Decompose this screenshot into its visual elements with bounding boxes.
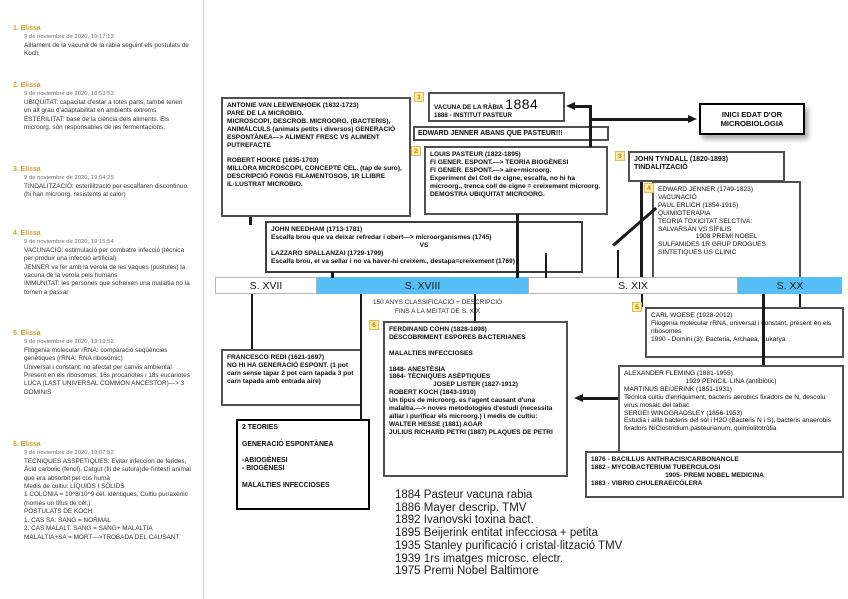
connector: [582, 397, 618, 400]
comment-body: Aïllament de la vacuna de la ràbia segui…: [24, 41, 189, 58]
timeline-segment-s19: S. XIX: [528, 277, 738, 294]
connector: [474, 294, 476, 321]
connector: [589, 105, 592, 147]
arrow-head-left: [574, 394, 583, 402]
two-theories-box: 2 TEORIES GENERACIÓ ESPONTÀNEA -ABIOGÈNE…: [236, 419, 370, 510]
needham-spallanzani-box: JOHN NEEDHAM (1713-1781)Escalfa brou que…: [265, 221, 583, 273]
annotation-badge-5: 5: [632, 302, 642, 312]
john-tyndall-box: JOHN TYNDALL (1820-1893) TINDALITZACIÓ: [628, 151, 785, 182]
connector: [516, 214, 519, 278]
connector-diagonal: [612, 206, 657, 247]
connector: [640, 182, 643, 277]
connector: [762, 294, 765, 365]
comment-number: 6.: [13, 441, 19, 448]
comment-author: 3. Elissa: [13, 166, 41, 173]
timeline-label: S. XX: [776, 279, 804, 292]
comment-number: 2.: [13, 82, 19, 89]
golden-age-box: INICI EDAT D'OR MICROBIOLOGIA: [699, 103, 805, 135]
comment-author: 5. Elissa: [13, 330, 41, 337]
ferdinand-cohn-koch-box: FERDINAND COHN (1828-1898)DESCOBRIMENT E…: [383, 321, 568, 477]
timeline-label: S. XVIII: [404, 279, 441, 292]
timeline-label: S. XIX: [618, 279, 648, 292]
annotation-badge-1: 1: [414, 92, 424, 102]
comment-date: 9 de noviembre de 2020, 19:17:13: [24, 33, 114, 40]
annotation-badge-4: 4: [644, 183, 654, 193]
comment-6: 6. Elissa 9 de noviembre de 2020, 19:07:…: [13, 441, 191, 542]
connector: [617, 250, 619, 278]
comment-date: 9 de noviembre de 2020, 19:19:52: [24, 338, 114, 345]
connector: [799, 294, 801, 307]
rabies-vaccine-year: 1884: [505, 96, 539, 112]
comment-5: 5. Elissa 9 de noviembre de 2020, 19:19:…: [13, 330, 191, 397]
connector: [360, 294, 362, 419]
connector: [574, 105, 592, 108]
annotation-badge-3: 3: [615, 151, 625, 161]
connector: [331, 272, 334, 278]
comment-author: 6. Elissa: [13, 441, 41, 448]
comment-body: VACUNACIÓ: estimulació per combatre infe…: [24, 246, 190, 296]
louis-pasteur-box: LOUIS PASTEUR (1822-1895) FI GENER. ESPO…: [424, 146, 608, 215]
carl-woese-box: CARL WOESE (1928-2012)Filogenia molecula…: [645, 307, 844, 358]
francesco-redi-box: FRANCESCO REDI (1621-1697) NO HI HA GENE…: [221, 349, 362, 406]
timeline-label: S. XVII: [249, 279, 283, 292]
connector: [641, 294, 643, 307]
annotation-badge-6: 6: [369, 320, 379, 330]
institut-pasteur-line: 1888 - INSTITUT PASTEUR: [434, 111, 512, 119]
connector: [545, 253, 547, 278]
comment-date: 9 de noviembre de 2020, 19:15:54: [24, 238, 114, 245]
comment-body: TECNIQUES ASSPETIQUES: Evitar infeccion …: [24, 457, 191, 541]
comment-author: 1. Elissa: [13, 25, 41, 32]
fleming-beijerink-winogradsky-box: ALEXANDER FLEMING (1881-1955)1929 PENICI…: [618, 365, 844, 457]
comment-3: 3. Elissa 9 de noviembre de 2020, 19:04:…: [13, 166, 191, 200]
connector: [591, 118, 689, 121]
arrow-head-left: [566, 102, 575, 110]
comment-author: 2. Elissa: [13, 82, 41, 89]
annotation-badge-2: 2: [411, 146, 421, 156]
rabies-vaccine-box: VACUNA DE LA RÀBIA 1884 1888 - INSTITUT …: [428, 92, 565, 122]
comment-4: 4. Elissa 9 de noviembre de 2020, 19:15:…: [13, 230, 191, 297]
comment-1: 1. Elissa 9 de noviembre de 2020, 19:17:…: [13, 25, 191, 59]
comment-date: 9 de noviembre de 2020, 19:07:52: [24, 449, 114, 456]
comment-body: TINDALITZACIÓ: esterilització per escalf…: [24, 182, 189, 199]
timeline-segment-s20: S. XX: [738, 277, 842, 294]
timeline-segment-s17: S. XVII: [215, 277, 317, 294]
sidebar-divider: [203, 0, 204, 599]
comment-number: 5.: [13, 330, 19, 337]
connector: [251, 294, 253, 349]
jenner-before-pasteur-note: EDWARD JENNER ABANS QUE PASTEUR!!!: [413, 126, 609, 141]
arrow-head-right: [688, 115, 697, 123]
comment-author: 4. Elissa: [13, 230, 41, 237]
comment-number: 1.: [13, 25, 19, 32]
leeuwenhoek-hooke-box: ANTONIE VAN LEEWENHOEK (1632-1723) PARE …: [221, 97, 411, 217]
connector: [249, 217, 252, 225]
timeline-note-150-years: 150 ANYS CLASSIFICACIÓ + DESCRIPCIÓ FINS…: [372, 299, 503, 315]
comment-body: Filogenia molecular rRNA: comparació seq…: [24, 346, 190, 396]
rabies-vaccine-title: VACUNA DE LA RÀBIA: [434, 104, 504, 111]
comment-number: 3.: [13, 166, 19, 173]
comment-2: 2. Elissa 9 de noviembre de 2020, 18:53:…: [13, 82, 191, 132]
comment-number: 4.: [13, 230, 19, 237]
comment-body: UBIQUITAT: capacitat d'estar a totes par…: [24, 98, 183, 131]
timeline-segment-s18: S. XVIII: [317, 277, 528, 294]
comment-date: 9 de noviembre de 2020, 19:04:25: [24, 174, 114, 181]
comment-date: 9 de noviembre de 2020, 18:53:53: [24, 90, 114, 97]
